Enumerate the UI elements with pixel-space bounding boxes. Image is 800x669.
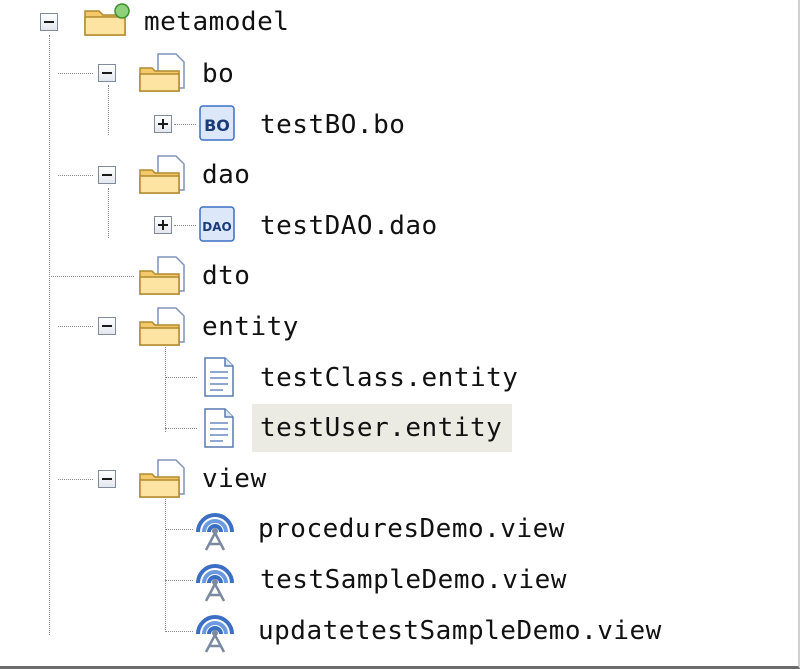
tree-item-testuser[interactable]: testUser.entity xyxy=(252,404,513,452)
document-file-icon xyxy=(204,357,234,397)
tree-line xyxy=(108,85,109,135)
collapse-toggle-entity[interactable] xyxy=(98,317,116,335)
tree-line xyxy=(58,73,93,74)
broadcast-view-icon xyxy=(196,615,234,653)
tree-item-testdao[interactable]: testDAO.dao xyxy=(260,211,438,241)
tree-line xyxy=(58,326,93,327)
tree-item-dto[interactable]: dto xyxy=(202,261,251,291)
svg-text:DAO: DAO xyxy=(202,220,231,234)
tree-line xyxy=(58,479,93,480)
tree-line xyxy=(174,225,196,226)
tree-line xyxy=(58,175,93,176)
package-folder-icon xyxy=(139,155,185,194)
tree-line xyxy=(165,492,166,632)
collapse-toggle-view[interactable] xyxy=(98,470,116,488)
tree-item-metamodel[interactable]: metamodel xyxy=(144,7,290,37)
package-folder-icon xyxy=(139,307,185,346)
collapse-toggle-dao[interactable] xyxy=(98,166,116,184)
tree-line xyxy=(165,340,166,432)
tree-item-entity[interactable]: entity xyxy=(202,312,299,342)
broadcast-view-icon xyxy=(196,513,234,551)
collapse-toggle-bo[interactable] xyxy=(98,64,116,82)
document-file-icon xyxy=(204,408,234,448)
package-folder-icon xyxy=(139,459,185,498)
tree-item-testsampledemo[interactable]: testSampleDemo.view xyxy=(260,565,567,595)
svg-text:BO: BO xyxy=(204,116,230,135)
project-folder-icon xyxy=(84,3,130,36)
dao-file-icon: DAO xyxy=(199,206,235,242)
tree-line xyxy=(165,529,193,530)
tree-item-view[interactable]: view xyxy=(202,464,267,494)
bo-file-icon: BO xyxy=(199,105,235,141)
tree-item-bo[interactable]: bo xyxy=(202,59,235,89)
tree-line xyxy=(49,35,50,635)
broadcast-view-icon xyxy=(196,564,234,602)
expand-toggle-testdao[interactable] xyxy=(154,216,172,234)
tree-item-testbo[interactable]: testBO.bo xyxy=(260,110,406,140)
expand-toggle-testbo[interactable] xyxy=(154,115,172,133)
tree-line xyxy=(165,377,197,378)
tree-line xyxy=(49,276,134,277)
tree-item-proceduresdemo[interactable]: proceduresDemo.view xyxy=(258,514,565,544)
collapse-toggle-metamodel[interactable] xyxy=(40,13,58,31)
tree-line xyxy=(108,188,109,238)
package-folder-icon xyxy=(139,53,185,92)
tree-item-updatetestsampledemo[interactable]: updatetestSampleDemo.view xyxy=(258,616,662,646)
tree-line xyxy=(165,631,193,632)
tree-line xyxy=(165,428,197,429)
package-folder-icon xyxy=(139,256,185,295)
tree-line xyxy=(174,124,196,125)
tree-item-dao[interactable]: dao xyxy=(202,160,251,190)
tree-line xyxy=(165,580,193,581)
tree-item-testclass[interactable]: testClass.entity xyxy=(260,363,519,393)
